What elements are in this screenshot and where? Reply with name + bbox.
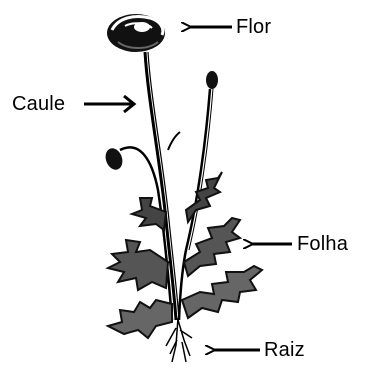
roots (166, 318, 192, 362)
side-branch (168, 132, 180, 150)
label-folha: Folha (297, 234, 348, 254)
label-caule: Caule (12, 94, 65, 114)
label-flor: Flor (236, 17, 271, 37)
label-raiz: Raiz (264, 340, 305, 360)
flower-head (107, 14, 165, 52)
